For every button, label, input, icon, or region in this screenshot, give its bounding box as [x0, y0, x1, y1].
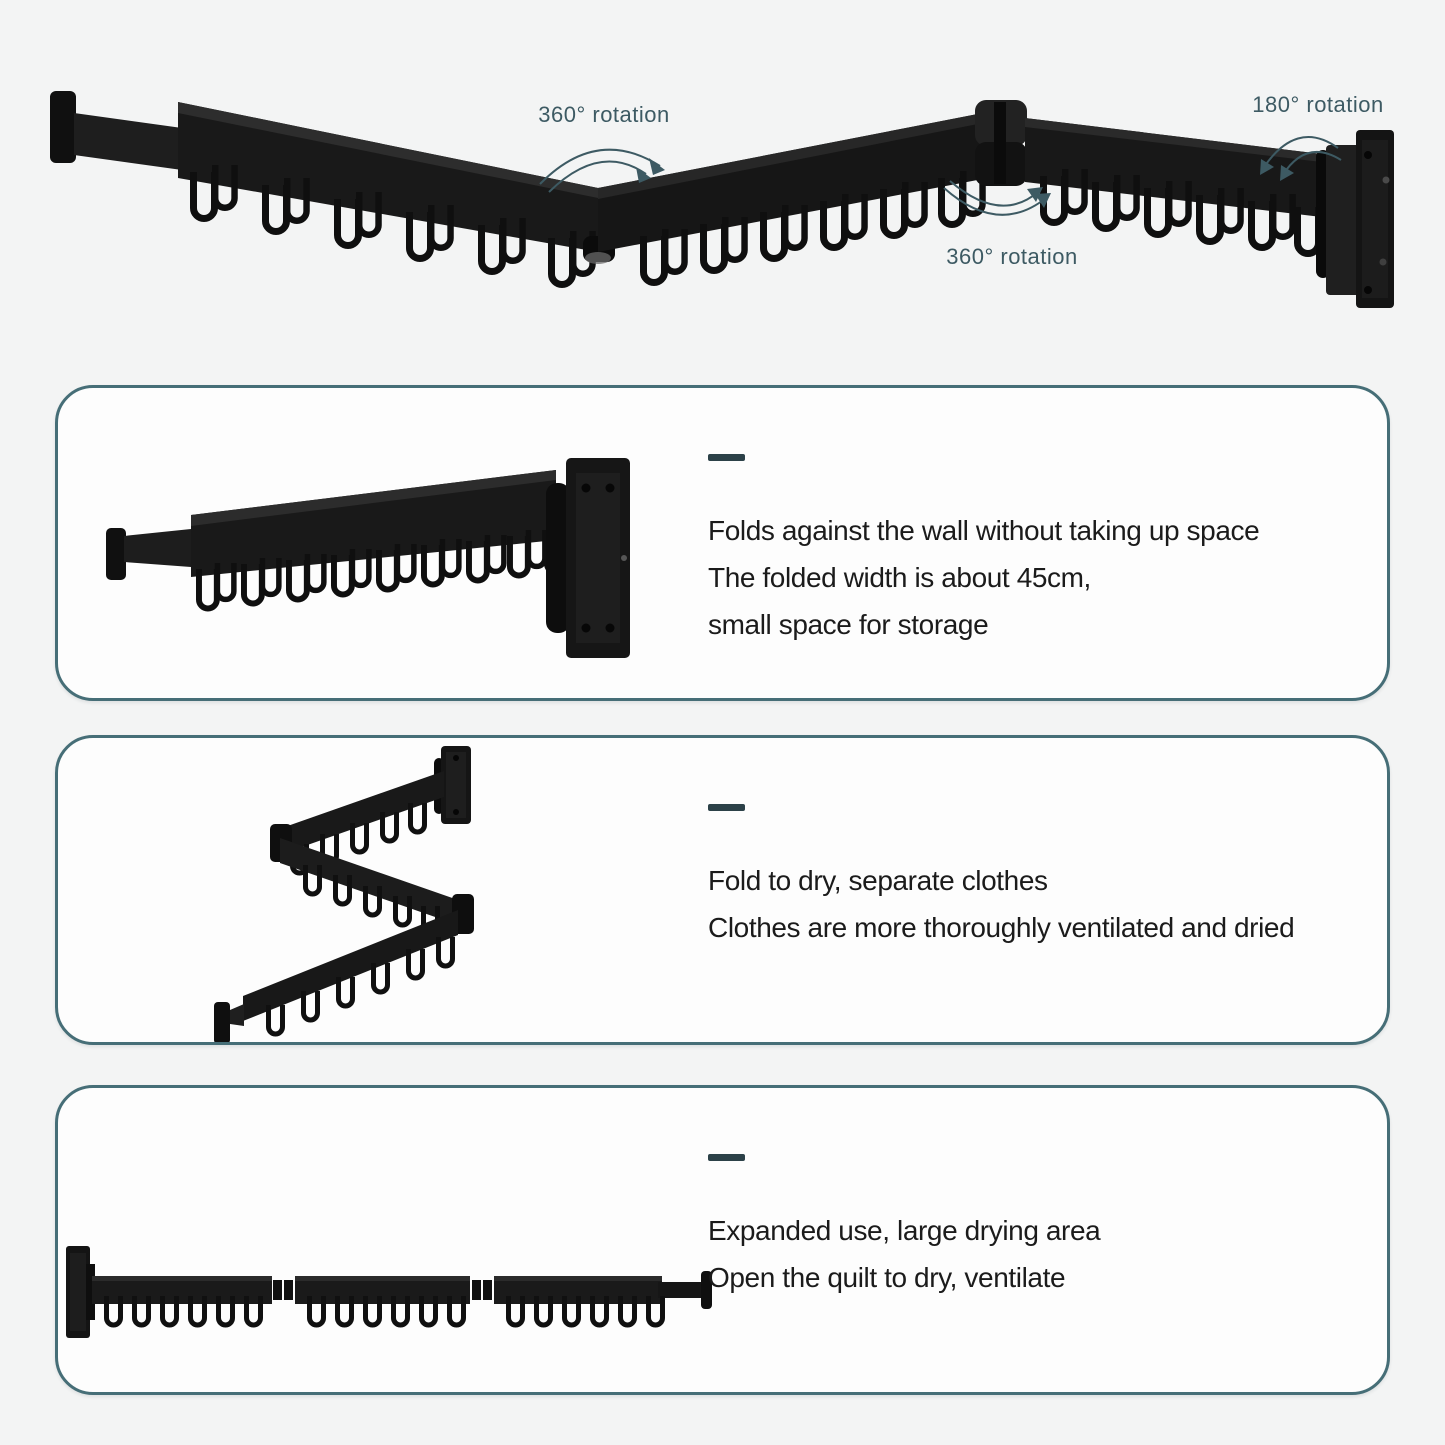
zigzag-folded-rack-image — [214, 746, 474, 1042]
extended-rack — [66, 1246, 712, 1338]
feature-line: Fold to dry, separate clothes — [708, 865, 1048, 896]
section-dash — [708, 1154, 745, 1161]
feature-line: Clothes are more thoroughly ventilated a… — [708, 912, 1295, 943]
feature-line: Expanded use, large drying area — [708, 1215, 1101, 1246]
rotation-left-label: 360° rotation — [538, 102, 670, 127]
feature-text-block: Folds against the wall without taking up… — [708, 454, 1351, 648]
extended-zigzag-rack-image: 360° rotation 360° rotation — [50, 91, 1394, 308]
rotation-arrow-icon — [539, 148, 665, 193]
folded-rack — [106, 458, 630, 658]
feature-panel-zigzag: Fold to dry, separate clothes Clothes ar… — [55, 735, 1390, 1045]
rotation-arrow-icon — [1260, 136, 1342, 181]
extended-rack-image — [66, 1246, 712, 1338]
swivel-hinge — [975, 100, 1027, 186]
feature-panel-folded: Folds against the wall without taking up… — [55, 385, 1390, 701]
section-dash — [708, 804, 745, 811]
middle-beam — [598, 112, 988, 252]
section-dash — [708, 454, 745, 461]
feature-line: small space for storage — [708, 609, 989, 640]
feature-panel-extended: Expanded use, large drying area Open the… — [55, 1085, 1390, 1395]
left-beam — [178, 102, 598, 252]
rotation-annotation-right: 180° rotation — [1252, 92, 1384, 181]
wall-mount-plate — [1316, 130, 1394, 308]
feature-line: Open the quilt to dry, ventilate — [708, 1262, 1066, 1293]
feature-text-block: Fold to dry, separate clothes Clothes ar… — [708, 804, 1351, 951]
feature-text-block: Expanded use, large drying area Open the… — [708, 1154, 1351, 1301]
rotation-right-label: 180° rotation — [1252, 92, 1384, 117]
feature-line: Folds against the wall without taking up… — [708, 515, 1260, 546]
hero-section: 360° rotation 360° rotation — [0, 0, 1445, 385]
rotation-arrow-icon — [943, 180, 1051, 216]
zigzag-rack — [214, 746, 474, 1042]
folded-rack-image — [106, 458, 630, 658]
feature-line: The folded width is about 45cm, — [708, 562, 1091, 593]
rotation-annotation-left: 360° rotation — [538, 102, 670, 193]
rotation-annotation-center: 360° rotation — [943, 180, 1078, 269]
left-end-cap — [50, 91, 182, 170]
right-beam — [1025, 118, 1330, 218]
rotation-center-label: 360° rotation — [946, 244, 1078, 269]
